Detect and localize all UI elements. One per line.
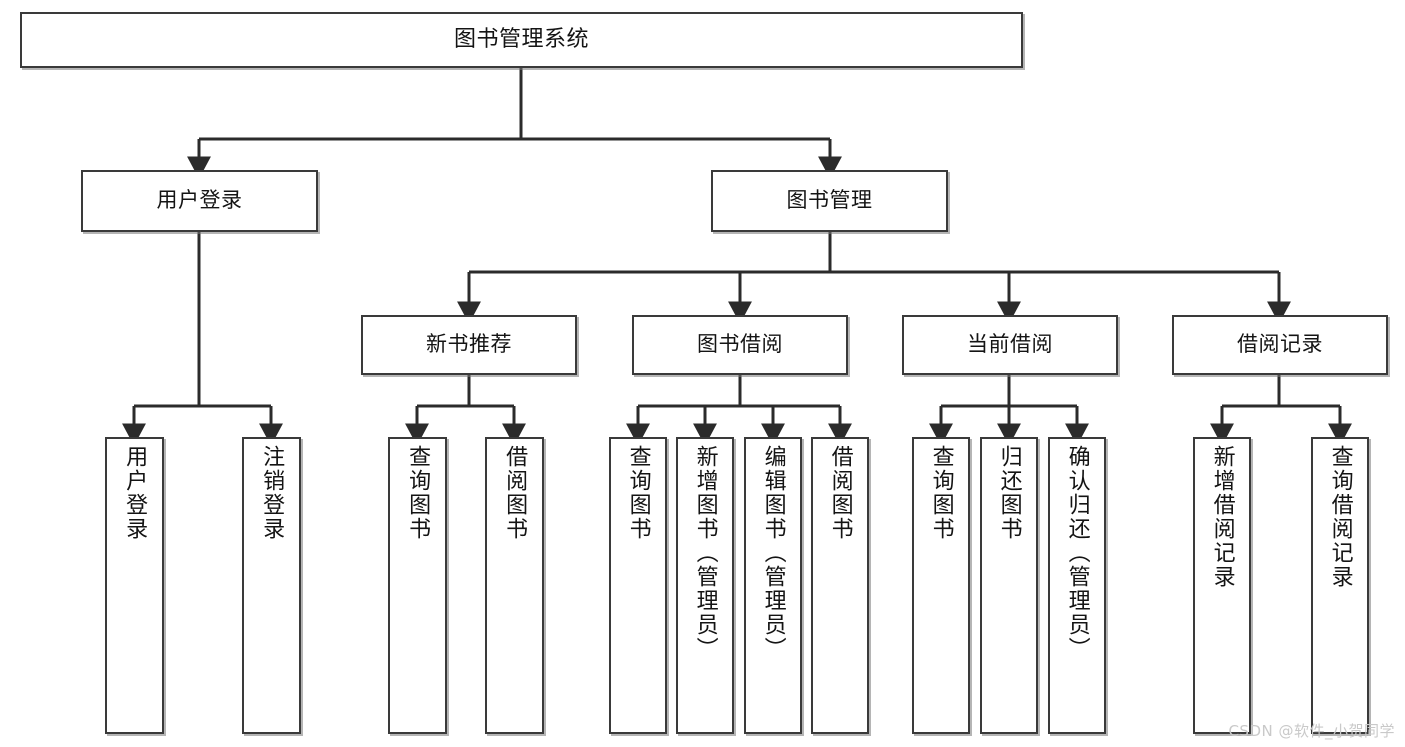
- node-leaf-confirm-return[interactable]: 确认归还（管理员）: [1048, 437, 1106, 734]
- node-root-label: 图书管理系统: [453, 26, 589, 52]
- node-new-book-rec-label: 新书推荐: [426, 332, 512, 357]
- node-leaf-query-book-1[interactable]: 查询图书: [388, 437, 447, 734]
- node-current-borrow[interactable]: 当前借阅: [902, 315, 1118, 375]
- node-book-manage-label: 图书管理: [786, 188, 873, 213]
- node-leaf-borrow-book-1-label: 借阅图书: [502, 445, 528, 541]
- node-leaf-query-book-1-label: 查询图书: [405, 445, 431, 541]
- node-user-login-label: 用户登录: [156, 188, 243, 213]
- node-book-borrow[interactable]: 图书借阅: [632, 315, 848, 375]
- node-new-book-rec[interactable]: 新书推荐: [361, 315, 577, 375]
- node-leaf-user-login-label: 用户登录: [122, 445, 148, 541]
- node-leaf-query-book-3[interactable]: 查询图书: [912, 437, 970, 734]
- node-leaf-borrow-book-2[interactable]: 借阅图书: [811, 437, 869, 734]
- node-leaf-return-book[interactable]: 归还图书: [980, 437, 1038, 734]
- node-leaf-query-book-2-label: 查询图书: [625, 445, 651, 541]
- node-leaf-borrow-book-1[interactable]: 借阅图书: [485, 437, 544, 734]
- node-leaf-add-book[interactable]: 新增图书（管理员）: [676, 437, 734, 734]
- node-borrow-record-label: 借阅记录: [1237, 332, 1323, 357]
- node-leaf-query-book-3-label: 查询图书: [928, 445, 954, 541]
- node-leaf-query-record-label: 查询借阅记录: [1327, 445, 1353, 589]
- node-borrow-record[interactable]: 借阅记录: [1172, 315, 1388, 375]
- node-leaf-user-login[interactable]: 用户登录: [105, 437, 164, 734]
- watermark-text: CSDN @软件_小贺同学: [1228, 722, 1395, 740]
- node-leaf-edit-book-label: 编辑图书（管理员）: [760, 445, 786, 661]
- node-leaf-query-record[interactable]: 查询借阅记录: [1311, 437, 1369, 734]
- node-leaf-return-book-label: 归还图书: [996, 445, 1022, 541]
- node-current-borrow-label: 当前借阅: [967, 332, 1053, 357]
- node-leaf-add-record-label: 新增借阅记录: [1209, 445, 1235, 589]
- node-book-manage[interactable]: 图书管理: [711, 170, 948, 232]
- node-leaf-add-book-label: 新增图书（管理员）: [692, 445, 718, 661]
- node-leaf-borrow-book-2-label: 借阅图书: [827, 445, 853, 541]
- node-leaf-query-book-2[interactable]: 查询图书: [609, 437, 667, 734]
- node-leaf-edit-book[interactable]: 编辑图书（管理员）: [744, 437, 802, 734]
- node-leaf-logout[interactable]: 注销登录: [242, 437, 301, 734]
- node-book-borrow-label: 图书借阅: [697, 332, 783, 357]
- node-user-login[interactable]: 用户登录: [81, 170, 318, 232]
- node-leaf-add-record[interactable]: 新增借阅记录: [1193, 437, 1251, 734]
- node-root[interactable]: 图书管理系统: [20, 12, 1023, 68]
- node-leaf-logout-label: 注销登录: [259, 445, 285, 541]
- node-leaf-confirm-return-label: 确认归还（管理员）: [1064, 445, 1090, 661]
